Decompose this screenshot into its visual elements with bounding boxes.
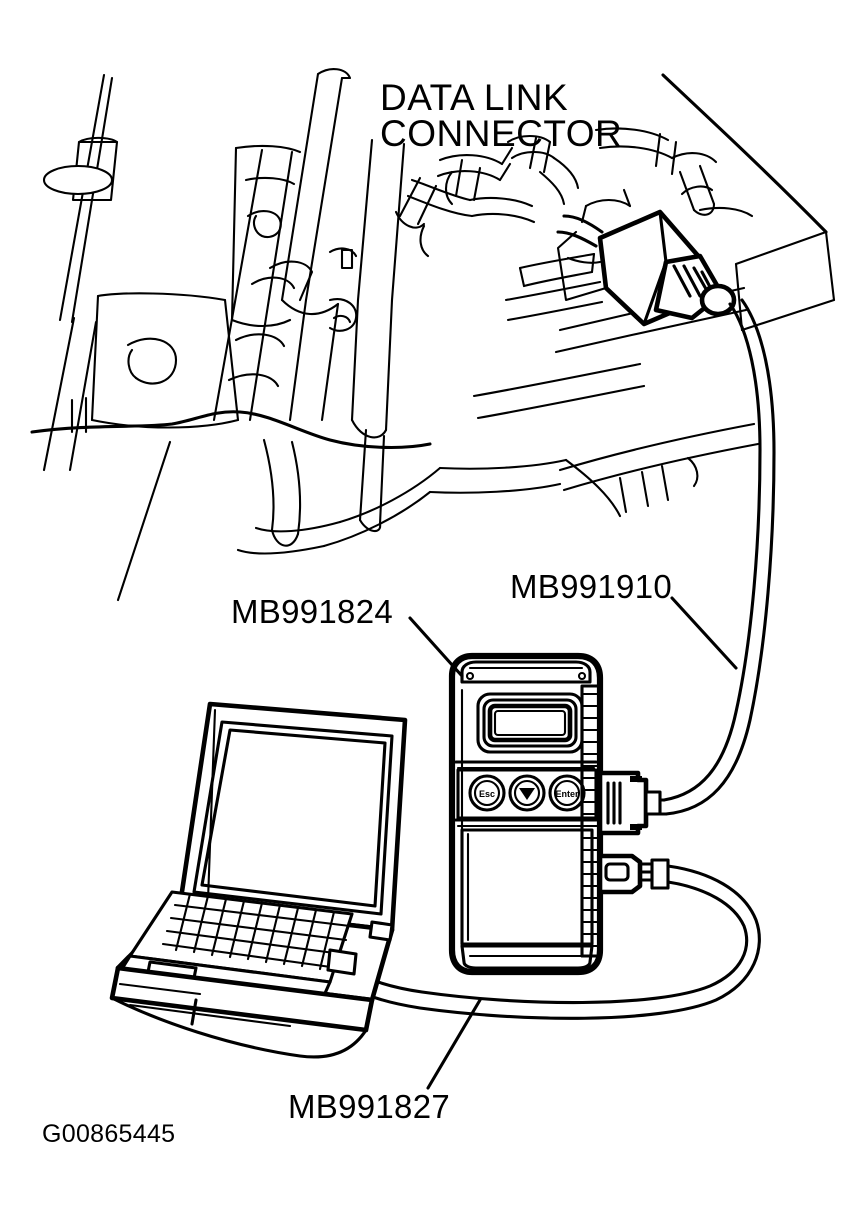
floor-edge	[30, 410, 432, 450]
scan-tool-top-cap	[460, 660, 592, 684]
esc-button[interactable]: Esc	[468, 774, 506, 812]
enter-button-label: Enter	[555, 789, 579, 799]
personal-computer	[109, 701, 408, 1059]
laptop-hinge-right	[368, 920, 394, 942]
floor-fold-line	[116, 440, 172, 602]
support-bracket	[230, 144, 302, 328]
laptop-keyboard	[128, 890, 354, 984]
wiring-harness	[394, 134, 580, 258]
duct-clip	[680, 185, 714, 196]
title-line-2: CONNECTOR	[380, 113, 622, 154]
dsub-port	[597, 770, 662, 836]
laptop-screen	[200, 728, 387, 908]
figure-id-code: G00865445	[42, 1120, 175, 1148]
lcd-display	[476, 692, 584, 754]
callout-mb991827: MB991827	[288, 1088, 450, 1125]
serial-port	[597, 853, 670, 895]
dash-edge-curve	[661, 73, 828, 234]
laptop-port	[326, 948, 358, 976]
callout-mb991824: MB991824	[231, 593, 393, 630]
pedal-linkage-cluster	[212, 68, 358, 547]
scan-tool-grip-ribs	[580, 684, 602, 958]
duct-top	[698, 206, 754, 218]
data-link-connector	[556, 188, 737, 327]
down-button[interactable]	[508, 774, 546, 812]
scan-tool-mb991824: Esc Enter	[448, 652, 670, 976]
dash-panels	[236, 127, 836, 555]
left-bracket	[90, 292, 240, 429]
callout-mb991910: MB991910	[510, 568, 672, 605]
pedal-rod-assembly	[42, 73, 119, 472]
triangle-down-icon	[519, 788, 535, 800]
enter-button[interactable]: Enter	[548, 774, 586, 812]
scan-tool-bottom-cap	[460, 944, 594, 970]
leader-mb991910	[670, 596, 738, 670]
title-line-1: DATA LINK	[380, 77, 568, 118]
leader-mb991824	[408, 616, 464, 678]
esc-button-label: Esc	[479, 789, 495, 799]
vehicle-underdash-scene	[30, 68, 836, 602]
leader-mb991827	[426, 998, 482, 1090]
steering-column	[328, 138, 406, 533]
